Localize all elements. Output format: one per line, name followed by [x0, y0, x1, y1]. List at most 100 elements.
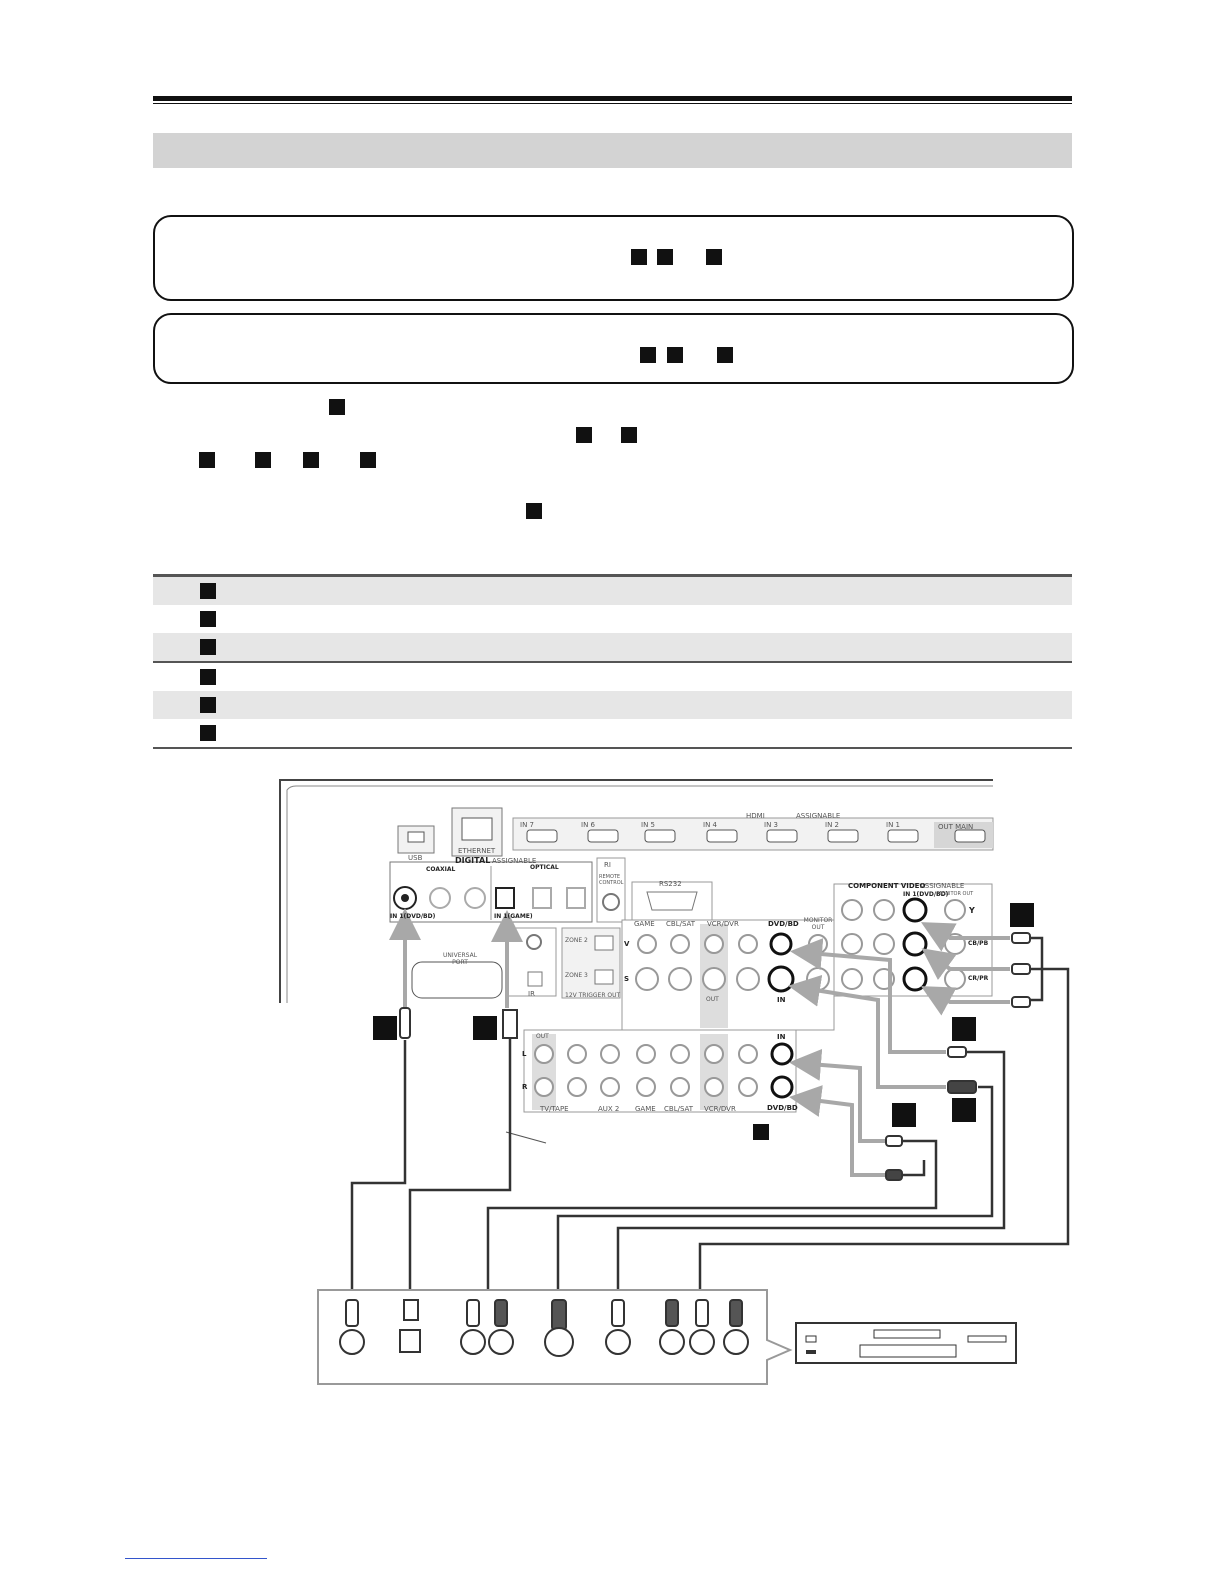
- hdmi-in-2: IN 2: [825, 821, 839, 829]
- component-in1-jacks: [902, 897, 928, 992]
- remote-control-label: REMOTE CONTROL: [599, 874, 624, 886]
- component-video-title: COMPONENT VIDEO: [848, 882, 926, 890]
- row-r-label: R: [522, 1083, 528, 1091]
- marker-square: [657, 249, 673, 265]
- hdmi-in-4: IN 4: [703, 821, 717, 829]
- marker-square: [200, 669, 216, 685]
- component-cr-label: CR/PR: [968, 975, 989, 982]
- marker-square: [199, 452, 215, 468]
- marker-square: [526, 503, 542, 519]
- hdmi-in-5: IN 5: [641, 821, 655, 829]
- component-cb-label: CB/PB: [968, 940, 989, 947]
- opt-in1-label: IN 1(GAME): [494, 913, 533, 920]
- table-row: [153, 605, 1072, 633]
- ri-panel: [596, 857, 626, 923]
- marker-square: [631, 249, 647, 265]
- ethernet-label: ETHERNET: [458, 847, 496, 855]
- zone3-label: ZONE 3: [565, 972, 588, 979]
- note-box-2: [153, 313, 1074, 384]
- signal-arrows: [389, 908, 1010, 1177]
- marker-square: [360, 452, 376, 468]
- component-video-assignable: ASSIGNABLE: [920, 882, 965, 890]
- marker-square: [706, 249, 722, 265]
- audio-group-dvd-bd: DVD/BD: [767, 1104, 798, 1112]
- marker-square: [200, 639, 216, 655]
- video-group-dvd-bd: DVD/BD: [768, 920, 799, 928]
- ri-label: RI: [604, 861, 611, 869]
- hdmi-in-3: IN 3: [764, 821, 778, 829]
- ir-label: IR: [528, 990, 535, 998]
- source-jacks: [339, 1327, 749, 1357]
- header-rule-thin: [153, 103, 1072, 104]
- marker-square: [640, 347, 656, 363]
- component-monitor-out-label: MONITOR OUT: [937, 891, 974, 897]
- marker-square: [303, 452, 319, 468]
- table-row: [153, 719, 1072, 747]
- hdmi-out-main: OUT MAIN: [938, 823, 974, 831]
- video-group-vcr-dvr: VCR/DVR: [707, 920, 739, 928]
- dvd-s-video-jack: [767, 965, 795, 993]
- digital-title: DIGITAL: [455, 856, 491, 865]
- component-y-label: Y: [969, 906, 975, 915]
- optical-label: OPTICAL: [530, 864, 559, 871]
- coaxial-label: COAXIAL: [426, 866, 456, 873]
- table-row: [153, 577, 1072, 605]
- footer-link-underline: [125, 1558, 267, 1559]
- diagram-markers: [373, 903, 1034, 1140]
- receiver-outline: [279, 779, 993, 1003]
- hdmi-assignable: ASSIGNABLE: [796, 812, 841, 820]
- trigger-out-label: 12V TRIGGER OUT: [565, 992, 621, 999]
- component-in1-label: IN 1(DVD/BD): [903, 891, 949, 898]
- header-rule-thick: [153, 96, 1072, 101]
- usb-label: USB: [408, 854, 423, 862]
- digital-assignable: ASSIGNABLE: [492, 857, 537, 865]
- section-heading-band: [153, 133, 1072, 168]
- marker-square: [329, 399, 345, 415]
- universal-port-label: UNIVERSAL PORT: [442, 952, 478, 966]
- audio-group-aux2: AUX 2: [598, 1105, 620, 1113]
- row-v-label: V: [624, 940, 630, 948]
- marker-square: [200, 697, 216, 713]
- note-box-1: [153, 215, 1074, 301]
- row-s-label: S: [624, 975, 630, 983]
- marker-square: [200, 611, 216, 627]
- hdmi-in-6: IN 6: [581, 821, 595, 829]
- receiver-inner-outline: [286, 785, 993, 1003]
- row-l-label: L: [522, 1050, 527, 1058]
- cables: [350, 936, 1070, 1300]
- dvd-video-jack: [769, 932, 793, 956]
- hdmi-title: HDMI: [746, 812, 765, 820]
- rs232-label: RS232: [659, 880, 682, 888]
- table-top-rule: [153, 574, 1072, 577]
- marker-square: [200, 583, 216, 599]
- marker-square: [200, 725, 216, 741]
- dvd-player-icon: [795, 1322, 1017, 1364]
- hdmi-ports: [526, 822, 993, 848]
- video-in-label: IN: [777, 996, 786, 1004]
- table-row: [153, 691, 1072, 719]
- table-divider: [153, 661, 1072, 663]
- hdmi-in-7: IN 7: [520, 821, 534, 829]
- marker-square: [621, 427, 637, 443]
- video-group-cbl-sat: CBL/SAT: [666, 920, 696, 928]
- hdmi-in-1: IN 1: [886, 821, 900, 829]
- audio-in-label: IN: [777, 1033, 786, 1041]
- coax-in1-label: IN 1(DVD/BD): [390, 913, 436, 920]
- audio-group-tv-tape: TV/TAPE: [540, 1105, 569, 1113]
- table-row: [153, 633, 1072, 661]
- audio-group-game: GAME: [635, 1105, 656, 1113]
- audio-out-label: OUT: [536, 1033, 549, 1040]
- marker-square: [717, 347, 733, 363]
- plugs-top: [399, 932, 1031, 1181]
- table-row: [153, 663, 1072, 691]
- video-out-label: OUT: [706, 996, 719, 1003]
- marker-square: [576, 427, 592, 443]
- marker-square: [255, 452, 271, 468]
- audio-group-cbl-sat: CBL/SAT: [664, 1105, 694, 1113]
- universal-port: [411, 961, 503, 999]
- audio-section: [523, 1029, 797, 1113]
- audio-group-vcr-dvr: VCR/DVR: [704, 1105, 736, 1113]
- monitor-out-label: MONITOR OUT: [803, 917, 833, 931]
- zone2-label: ZONE 2: [565, 937, 588, 944]
